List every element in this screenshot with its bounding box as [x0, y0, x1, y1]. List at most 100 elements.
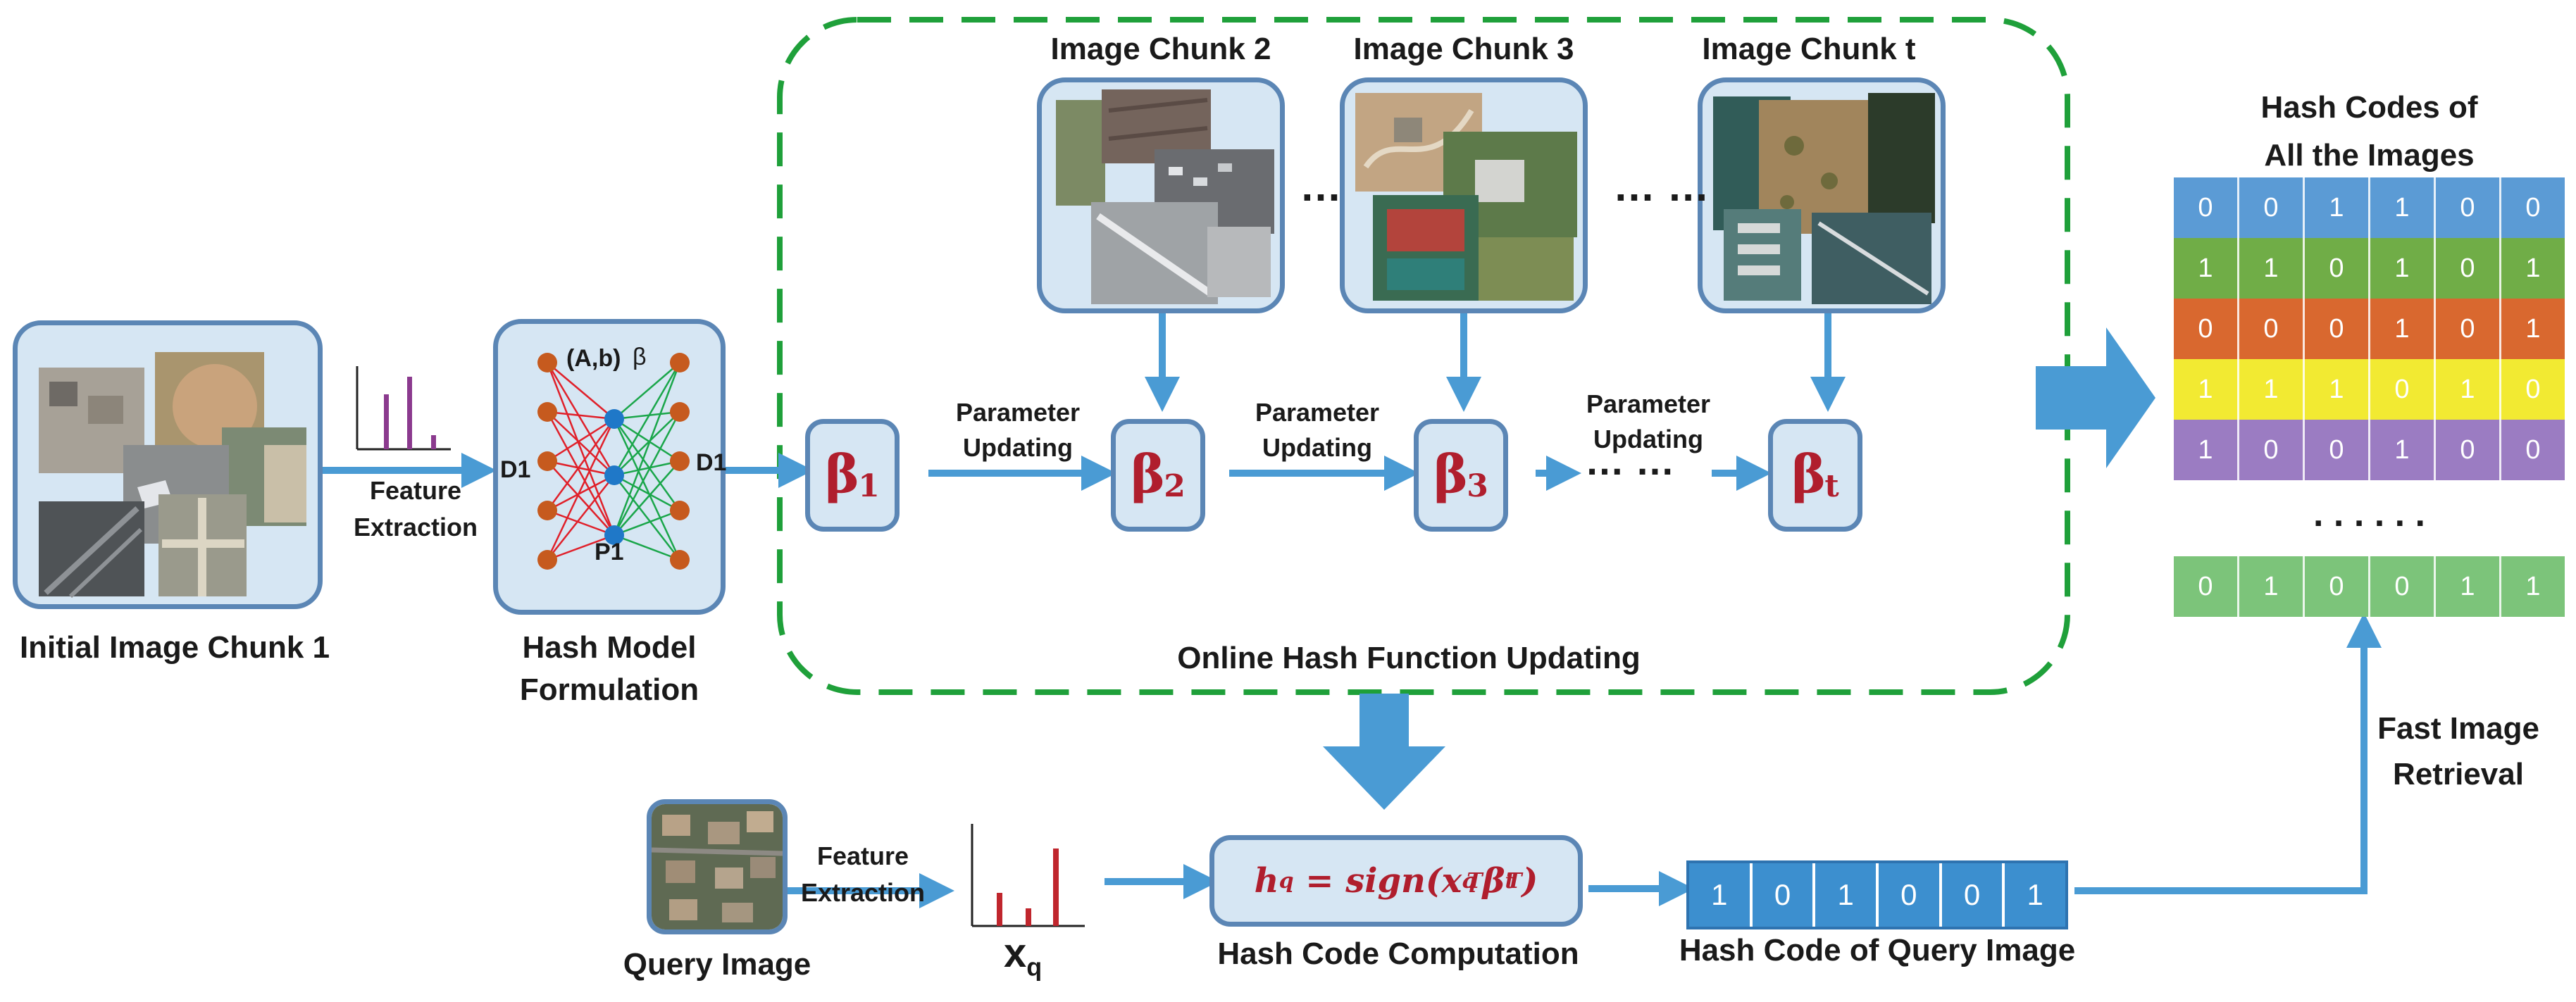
beta-2: β2	[1131, 444, 1186, 505]
hash-bit: 0	[2174, 177, 2239, 238]
param-2b: Updating	[1262, 433, 1372, 462]
hash-bit: 0	[2436, 238, 2501, 299]
label-initial-chunk: Initial Image Chunk 1	[19, 630, 330, 665]
param-2a: Parameter	[1255, 398, 1380, 427]
satellite-collage-1	[39, 352, 306, 599]
arrow-code-to-retrieval	[2074, 613, 2382, 894]
hash-bit: 0	[2305, 238, 2370, 299]
hash-bit: 1	[2436, 556, 2501, 617]
query-image	[647, 799, 788, 934]
hash-bit: 0	[2525, 434, 2541, 465]
hash-bit: 0	[2370, 359, 2436, 420]
hash-bit: 0	[2239, 299, 2305, 359]
label-online-update: Online Hash Function Updating	[1177, 641, 1641, 675]
label-ab: (A,b)	[566, 345, 621, 372]
hash-bit: 0	[2305, 299, 2370, 359]
beta-box-2: β2	[1111, 419, 1205, 532]
hash-bit: 0	[2370, 556, 2436, 617]
beta-t: βt	[1791, 444, 1839, 505]
label-chunk3: Image Chunk 3	[1353, 32, 1574, 66]
label-beta-node: β	[633, 344, 647, 370]
label-hash-model-2: Formulation	[519, 672, 699, 707]
query-hash-bit: 1	[1815, 863, 1879, 927]
satellite-collage-t	[1713, 93, 1935, 304]
hash-bit: 0	[2174, 556, 2239, 617]
satellite-collage-3	[1355, 93, 1577, 301]
hash-bit: 0	[2174, 299, 2239, 359]
hash-bit: 0	[2239, 177, 2305, 238]
hash-bit: 0	[2436, 299, 2501, 359]
label-p1: P1	[595, 539, 624, 565]
label-chunk2: Image Chunk 2	[1050, 32, 1271, 66]
label-feature-2: Extraction	[353, 513, 478, 541]
param-3b: Updating	[1593, 425, 1703, 453]
q-feature-1: Feature	[816, 841, 909, 870]
image-chunk-t	[1698, 77, 1946, 313]
feature-histogram-1	[356, 366, 451, 451]
label-hash-code-query: Hash Code of Query Image	[1679, 933, 2076, 967]
q-feature-2: Extraction	[800, 878, 926, 907]
hash-bit: 0	[2525, 374, 2541, 404]
label-hash-computation: Hash Code Computation	[1217, 937, 1579, 971]
query-hash-bit: 0	[1942, 863, 2005, 927]
query-hash-bit: 0	[1753, 863, 1816, 927]
hash-bit: 0	[2436, 420, 2501, 480]
param-1b: Updating	[963, 433, 1073, 462]
hash-codes-title-1: Hash Codes of	[2260, 90, 2478, 125]
hash-bit: 1	[2525, 571, 2541, 601]
hash-bit: 1	[2174, 420, 2239, 480]
image-chunk-2	[1037, 77, 1285, 313]
query-hash-bit: 1	[2027, 878, 2043, 911]
xq-label: xq	[1004, 930, 1043, 982]
online-update-region	[777, 17, 2070, 695]
hash-bit: 1	[2239, 238, 2305, 299]
hash-bit: 1	[2174, 359, 2239, 420]
hash-bit: 0	[2525, 192, 2541, 223]
arrow-to-hash-codes	[2036, 327, 2155, 468]
beta-box-3: β3	[1414, 419, 1508, 532]
query-hash-bit: 0	[1879, 863, 1942, 927]
fast-retrieval-1: Fast Image	[2377, 711, 2539, 746]
hash-model-box	[493, 319, 726, 615]
hash-bit: 0	[2305, 556, 2370, 617]
label-d1-right: D1	[696, 449, 727, 476]
param-1a: Parameter	[955, 398, 1081, 427]
hash-bit: 0	[2436, 177, 2501, 238]
hash-bit: 1	[2174, 238, 2239, 299]
image-chunk-3	[1340, 77, 1588, 313]
beta-box-t: βt	[1768, 419, 1862, 532]
hash-bit: 1	[2370, 238, 2436, 299]
hash-codes-title-2: All the Images	[2264, 138, 2475, 173]
hash-bit: 1	[2370, 420, 2436, 480]
label-chunkt: Image Chunk t	[1702, 32, 1916, 66]
label-hash-model-1: Hash Model	[522, 630, 697, 665]
hash-bit: 1	[2525, 313, 2541, 344]
dots-between-rows: . . . . . .	[2313, 494, 2425, 534]
feature-histogram-query	[971, 824, 1085, 927]
hash-bit: 1	[2305, 177, 2370, 238]
label-feature-1: Feature	[369, 476, 462, 505]
label-query-image: Query Image	[623, 947, 811, 982]
network-diagram	[537, 353, 690, 570]
satellite-collage-2	[1056, 89, 1274, 304]
hash-bit: 1	[2436, 359, 2501, 420]
beta-box-1: β1	[805, 419, 900, 532]
beta-1: β1	[825, 444, 880, 505]
label-d1-left: D1	[500, 456, 531, 483]
hash-bit: 1	[2239, 556, 2305, 617]
dots-before-chunkt: … …	[1613, 163, 1710, 210]
hash-bit: 1	[2370, 177, 2436, 238]
query-hash-bit: 1	[1689, 863, 1753, 927]
arrow-online-to-computation	[1323, 694, 1445, 810]
dots-between-betas: … …	[1585, 439, 1675, 483]
param-3a: Parameter	[1586, 389, 1711, 418]
